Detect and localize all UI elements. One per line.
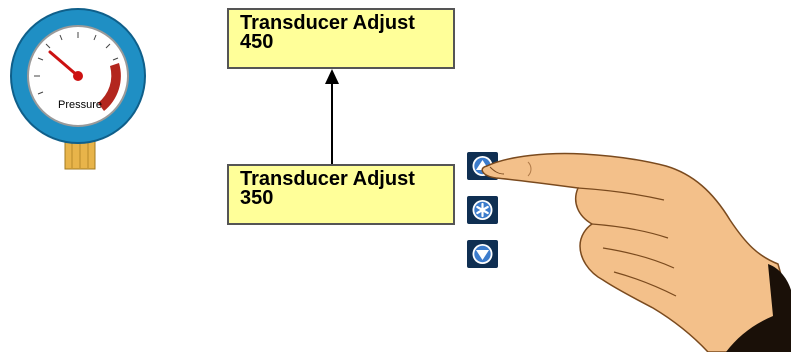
target-value-display: Transducer Adjust 450 xyxy=(227,8,455,69)
current-display-title: Transducer Adjust xyxy=(240,168,415,190)
asterisk-icon xyxy=(472,200,493,220)
gauge-redline xyxy=(98,63,121,111)
current-value-display: Transducer Adjust 350 xyxy=(227,164,455,225)
current-display-value: 350 xyxy=(240,187,274,209)
pointing-hand xyxy=(481,152,791,352)
pressure-gauge: Pressure xyxy=(10,8,146,170)
target-display-value: 450 xyxy=(240,31,274,53)
target-display-title: Transducer Adjust xyxy=(240,12,415,34)
star-key-button[interactable] xyxy=(467,196,498,224)
increase-arrow xyxy=(325,69,339,164)
gauge-needle xyxy=(48,50,80,78)
arrow-down-icon xyxy=(472,244,493,264)
down-key-button[interactable] xyxy=(467,240,498,268)
gauge-label: Pressure xyxy=(58,99,102,111)
